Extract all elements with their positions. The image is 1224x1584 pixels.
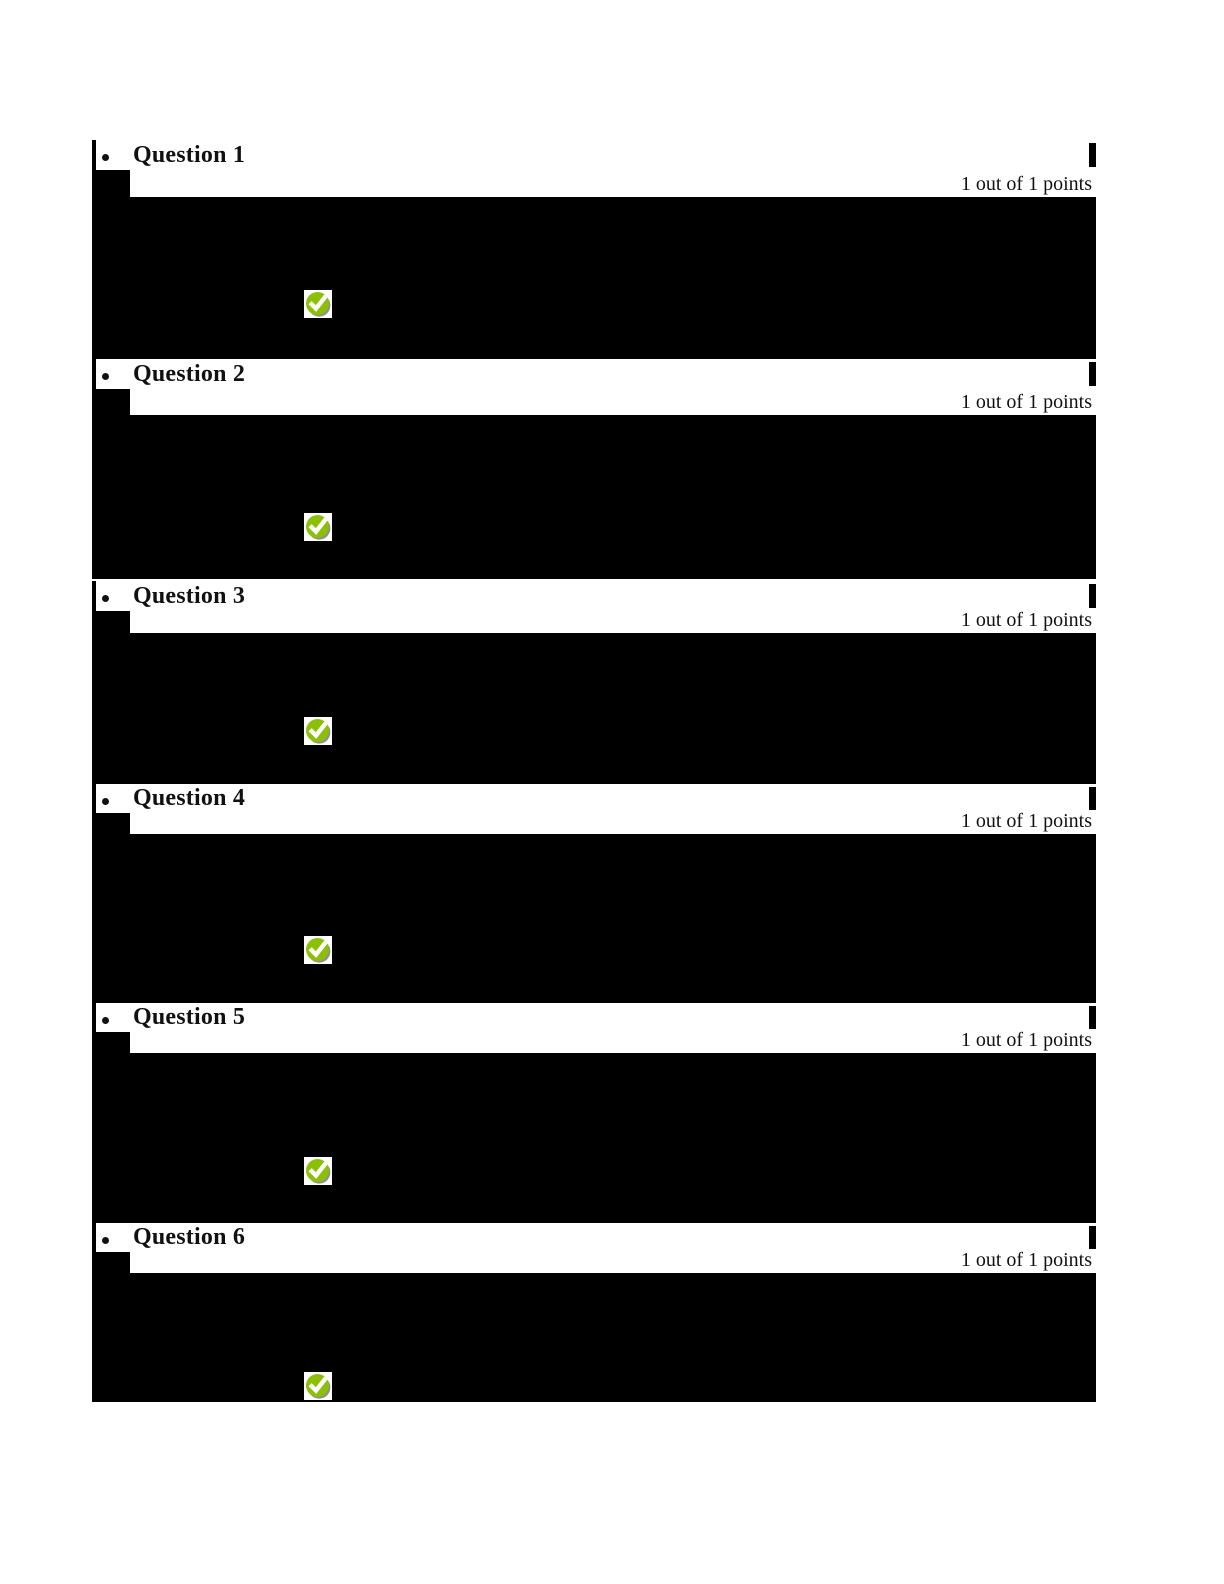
question-item-2: Question 2 1 out of 1 points (0, 359, 1224, 579)
redacted-cell (92, 170, 130, 197)
table-right-border (1089, 787, 1096, 810)
points-text: 1 out of 1 points (960, 391, 1092, 413)
question-points-row: 1 out of 1 points (92, 810, 1096, 834)
question-header-row: Question 2 (92, 359, 1096, 389)
redacted-question-content (92, 834, 1096, 1003)
question-title: Question 1 (133, 142, 246, 168)
question-title: Question 3 (133, 583, 246, 609)
question-item-3: Question 3 1 out of 1 points (0, 581, 1224, 784)
question-header-row: Question 6 (92, 1223, 1096, 1252)
table-left-border (92, 140, 96, 170)
points-text: 1 out of 1 points (960, 173, 1092, 195)
question-points-row: 1 out of 1 points (92, 609, 1096, 633)
question-item-4: Question 4 1 out of 1 points (0, 784, 1224, 1003)
question-title: Question 2 (133, 361, 246, 387)
question-points-row: 1 out of 1 points (92, 1249, 1096, 1273)
redacted-question-content (92, 1273, 1096, 1402)
table-left-border (92, 581, 96, 611)
list-bullet-icon (102, 1237, 109, 1244)
points-text: 1 out of 1 points (960, 1029, 1092, 1051)
question-header-row: Question 3 (92, 581, 1096, 611)
question-points-row: 1 out of 1 points (92, 1029, 1096, 1053)
list-bullet-icon (102, 1017, 109, 1024)
correct-check-icon (304, 1372, 332, 1400)
table-left-border (92, 359, 96, 389)
correct-check-icon (304, 290, 332, 318)
redacted-cell (92, 813, 130, 834)
correct-check-icon (304, 1157, 332, 1185)
table-left-border (92, 1223, 96, 1252)
table-right-border (1089, 1006, 1096, 1029)
question-header-row: Question 4 (92, 784, 1096, 813)
points-text: 1 out of 1 points (960, 810, 1092, 832)
list-bullet-icon (102, 373, 109, 380)
redacted-cell (92, 389, 130, 415)
redacted-cell (92, 1032, 130, 1053)
redacted-cell (92, 1252, 130, 1273)
question-title: Question 5 (133, 1004, 246, 1030)
question-points-row: 1 out of 1 points (92, 389, 1096, 415)
list-bullet-icon (102, 798, 109, 805)
table-left-border (92, 1003, 96, 1032)
list-bullet-icon (102, 154, 109, 161)
question-title: Question 4 (133, 785, 246, 811)
points-text: 1 out of 1 points (960, 609, 1092, 631)
question-points-row: 1 out of 1 points (92, 170, 1096, 197)
table-left-border (92, 784, 96, 813)
table-right-border (1089, 143, 1096, 167)
table-right-border (1089, 362, 1096, 386)
question-item-5: Question 5 1 out of 1 points (0, 1003, 1224, 1223)
correct-check-icon (304, 936, 332, 964)
question-item-6: Question 6 1 out of 1 points (0, 1223, 1224, 1402)
points-text: 1 out of 1 points (960, 1249, 1092, 1271)
redacted-question-content (92, 633, 1096, 784)
correct-check-icon (304, 513, 332, 541)
redacted-question-content (92, 1053, 1096, 1223)
question-title: Question 6 (133, 1224, 246, 1250)
list-bullet-icon (102, 595, 109, 602)
table-right-border (1089, 584, 1096, 608)
redacted-cell (92, 611, 130, 633)
table-right-border (1089, 1226, 1096, 1249)
question-header-row: Question 5 (92, 1003, 1096, 1032)
question-header-row: Question 1 (92, 140, 1096, 170)
correct-check-icon (304, 717, 332, 745)
question-item-1: Question 1 1 out of 1 points (0, 140, 1224, 359)
redacted-question-content (92, 197, 1096, 359)
redacted-question-content (92, 415, 1096, 579)
